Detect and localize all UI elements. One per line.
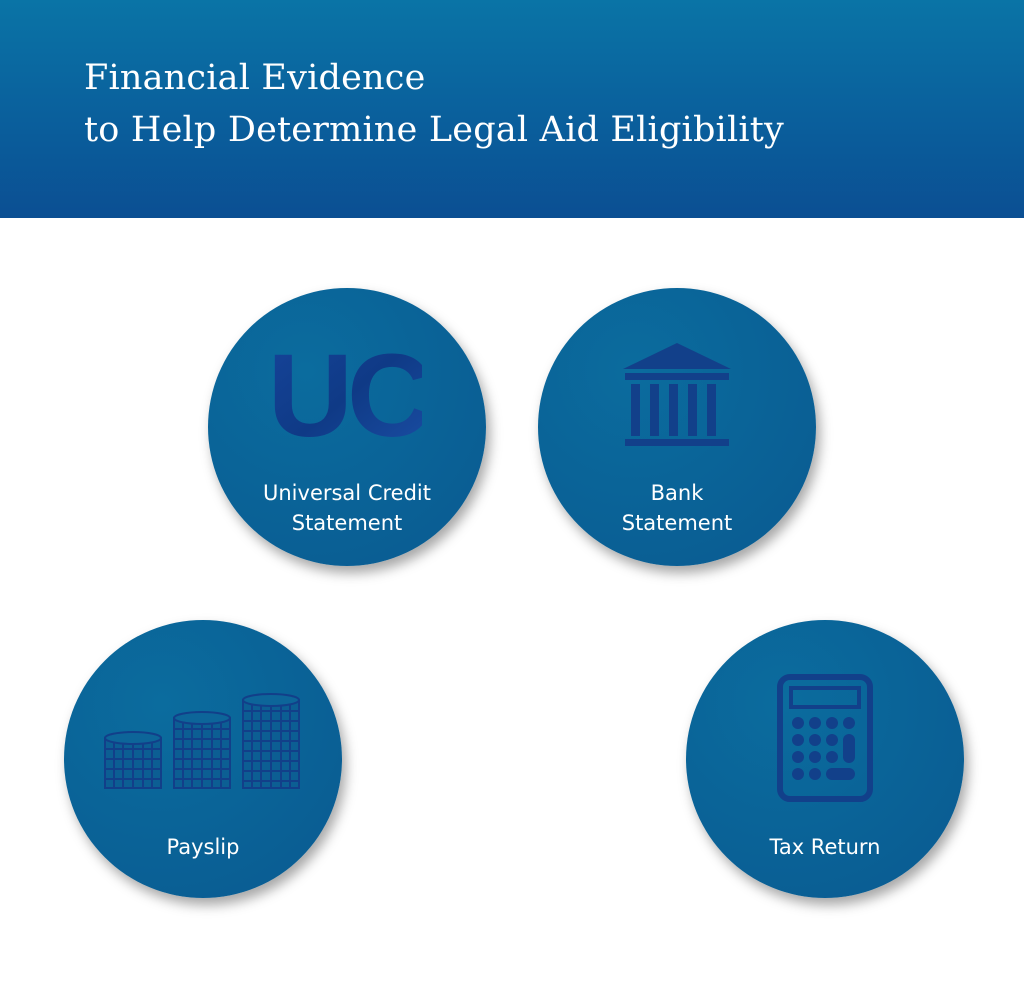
- label-line-1: Tax Return: [769, 835, 881, 859]
- header-banner: Financial Evidence to Help Determine Leg…: [0, 0, 1024, 218]
- bank-icon: [623, 343, 731, 446]
- label-line-1: Universal Credit: [263, 481, 431, 505]
- universal-credit-label: Universal Credit Statement: [208, 478, 486, 538]
- calculator-icon: [777, 674, 873, 802]
- page-title: Financial Evidence to Help Determine Leg…: [84, 52, 784, 156]
- title-line-1: Financial Evidence: [84, 58, 426, 98]
- uc-logo-icon: UC: [272, 344, 422, 448]
- label-line-2: Statement: [291, 511, 403, 535]
- title-line-2: to Help Determine Legal Aid Eligibility: [84, 110, 784, 150]
- payslip-circle: Payslip: [64, 620, 342, 898]
- tax-return-label: Tax Return: [686, 832, 964, 862]
- coin-stacks-icon: [104, 693, 300, 789]
- tax-return-circle: Tax Return: [686, 620, 964, 898]
- payslip-label: Payslip: [64, 832, 342, 862]
- universal-credit-circle: UC Universal Credit Statement: [208, 288, 486, 566]
- label-line-1: Bank: [650, 481, 704, 505]
- bank-statement-circle: Bank Statement: [538, 288, 816, 566]
- label-line-2: Statement: [621, 511, 733, 535]
- bank-statement-label: Bank Statement: [538, 478, 816, 538]
- label-line-1: Payslip: [166, 835, 240, 859]
- svg-text:UC: UC: [272, 344, 422, 448]
